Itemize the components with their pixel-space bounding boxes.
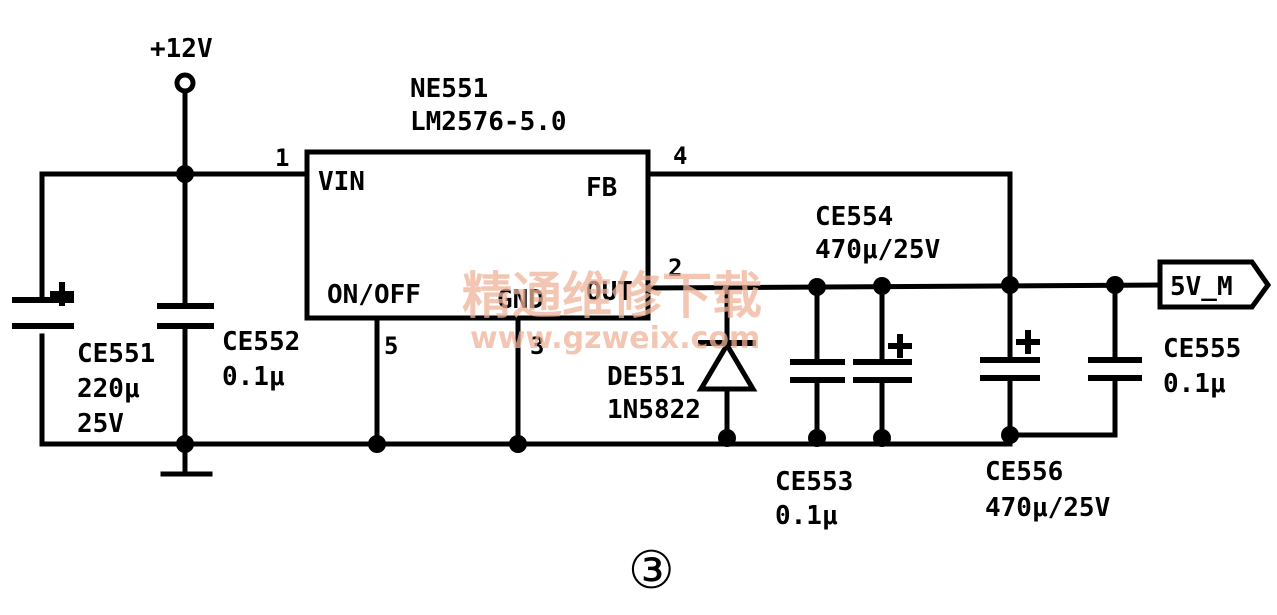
ce551-value: 220μ bbox=[77, 374, 140, 404]
pin-out-number: 2 bbox=[668, 254, 682, 282]
ic-part: LM2576-5.0 bbox=[410, 107, 567, 137]
de551-part: 1N5822 bbox=[607, 395, 701, 425]
pin-vin-number: 1 bbox=[275, 144, 289, 172]
watermark-url: www.gzweix.com bbox=[470, 321, 760, 356]
capacitor-ce555: CE555 0.1μ bbox=[1088, 334, 1241, 399]
ic-ref: NE551 bbox=[410, 74, 488, 104]
pin-vin-name: VIN bbox=[318, 167, 365, 197]
output-label: 5V_M bbox=[1170, 272, 1233, 302]
pin-gnd-name: GND bbox=[497, 285, 544, 315]
watermark: 精通维修下载 www.gzweix.com bbox=[462, 267, 762, 356]
ce553-ref: CE553 bbox=[775, 467, 853, 497]
capacitor-ce554: CE554 470μ/25V bbox=[815, 202, 940, 383]
ce556-ref: CE556 bbox=[985, 457, 1063, 487]
ce555-value: 0.1μ bbox=[1163, 369, 1226, 399]
ce555-ref: CE555 bbox=[1163, 334, 1241, 364]
ce551-ref: CE551 bbox=[77, 339, 155, 369]
ic-ne551: NE551 LM2576-5.0 1 VIN 4 FB 2 OUT ON/OFF… bbox=[275, 74, 687, 360]
ce551-voltage: 25V bbox=[77, 409, 124, 439]
pin-onoff-number: 5 bbox=[384, 332, 398, 360]
pin-fb-name: FB bbox=[586, 173, 617, 203]
ce553-value: 0.1μ bbox=[775, 501, 838, 531]
ce554-ref: CE554 bbox=[815, 202, 893, 232]
capacitor-ce552: CE552 0.1μ bbox=[157, 303, 300, 392]
capacitor-ce556: CE556 470μ/25V bbox=[980, 330, 1110, 523]
diode-de551: DE551 1N5822 bbox=[607, 340, 758, 425]
pin-gnd-number: 3 bbox=[530, 332, 544, 360]
capacitor-ce551: CE551 220μ 25V bbox=[12, 282, 155, 439]
output-flag: 5V_M bbox=[1157, 259, 1272, 310]
ce554-value: 470μ/25V bbox=[815, 235, 940, 265]
pin-onoff-name: ON/OFF bbox=[327, 280, 421, 310]
watermark-cn: 精通维修下载 bbox=[462, 267, 762, 325]
junction-dots bbox=[176, 165, 1124, 453]
pin-fb-number: 4 bbox=[673, 142, 687, 170]
capacitor-ce553: CE553 0.1μ bbox=[775, 359, 853, 531]
de551-ref: DE551 bbox=[607, 362, 685, 392]
figure-marker: ③ bbox=[628, 541, 675, 601]
ce556-value: 470μ/25V bbox=[985, 493, 1110, 523]
ce552-value: 0.1μ bbox=[222, 362, 285, 392]
pin-out-name: OUT bbox=[586, 277, 633, 307]
supply-label: +12V bbox=[150, 34, 213, 64]
supply-terminal: +12V bbox=[150, 34, 213, 94]
ce552-ref: CE552 bbox=[222, 327, 300, 357]
